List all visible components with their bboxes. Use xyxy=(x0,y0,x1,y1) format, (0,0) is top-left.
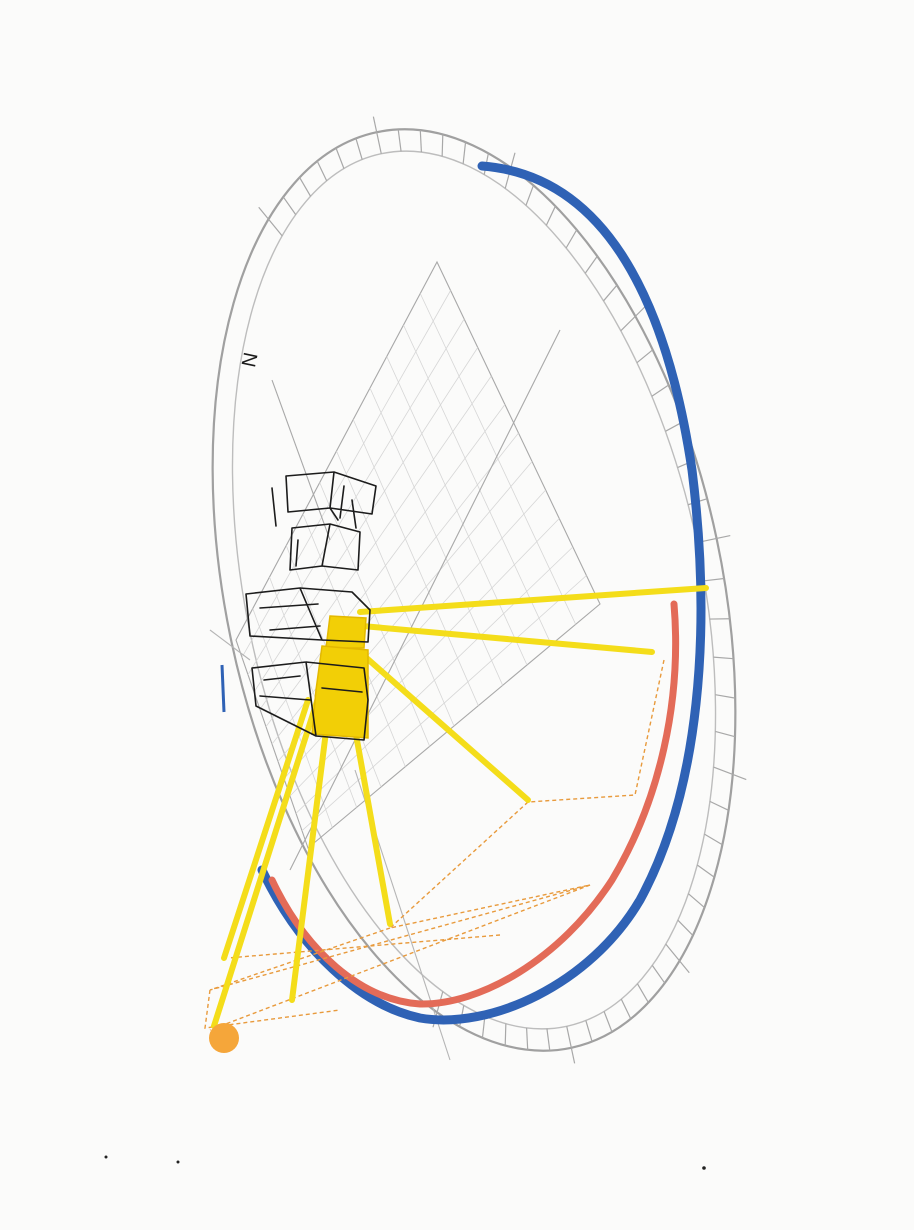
compass-tick xyxy=(282,196,297,215)
sun-ray xyxy=(357,585,709,615)
projection-5 xyxy=(209,884,591,1031)
compass-tick xyxy=(545,205,556,226)
compass-ring xyxy=(211,116,747,1064)
compass-tick xyxy=(355,138,363,160)
compass-tick xyxy=(565,229,578,249)
sun-disc-icon xyxy=(209,1023,239,1053)
north-label: N xyxy=(238,351,263,370)
compass-tick xyxy=(397,129,402,152)
sun-rays xyxy=(211,585,709,1029)
sun-ray xyxy=(359,623,655,655)
speck xyxy=(702,1166,706,1170)
compass-tick xyxy=(566,1026,576,1064)
winter-arc-short-segment xyxy=(220,664,226,713)
compass-tick xyxy=(419,130,423,153)
winter-sun-path-arc xyxy=(257,161,706,1025)
axis-line-diag xyxy=(289,329,561,871)
compass-tick xyxy=(525,185,534,206)
speck xyxy=(104,1155,108,1159)
sketch-box-4 xyxy=(251,661,369,741)
ground-grid xyxy=(209,260,601,1061)
compass-tick xyxy=(715,730,736,738)
sketch-box-top xyxy=(285,471,377,521)
grid-line xyxy=(301,575,587,831)
speck xyxy=(176,1160,180,1164)
compass-tick xyxy=(335,147,345,169)
compass-tick xyxy=(584,255,598,274)
sunlit-face-main xyxy=(311,645,369,739)
compass-tick xyxy=(441,134,444,157)
compass-tick xyxy=(372,116,382,154)
sun-ray xyxy=(221,697,311,961)
compass-tick xyxy=(316,160,328,182)
sun-path-projections xyxy=(204,659,665,1031)
compass-tick xyxy=(696,864,715,878)
compass-tick xyxy=(585,1020,593,1042)
compass-tick xyxy=(704,833,723,846)
compass-tick xyxy=(687,893,705,908)
paper-specks xyxy=(104,1155,706,1170)
compass-ticks xyxy=(258,116,747,1064)
building-sketch xyxy=(245,471,377,741)
sketch-box-2 xyxy=(289,523,361,571)
compass-tick xyxy=(651,965,666,984)
sun-ray xyxy=(211,695,321,1029)
compass-tick xyxy=(603,1011,613,1033)
compass-tick xyxy=(462,142,467,164)
compass-tick xyxy=(620,305,647,332)
axis-line-n xyxy=(271,379,331,541)
compass-tick xyxy=(704,577,725,582)
compass-tick xyxy=(525,1027,529,1050)
compass-tick xyxy=(709,800,729,811)
compass-tick xyxy=(636,983,649,1003)
compass-tick xyxy=(715,694,736,699)
sun-ray xyxy=(359,651,531,803)
compass-tick xyxy=(713,656,734,660)
projection-6 xyxy=(227,934,501,959)
compass-tick xyxy=(546,1028,551,1051)
compass-tick xyxy=(603,284,618,302)
grid-line xyxy=(269,576,358,808)
summer-sun-path-arc xyxy=(268,600,680,1008)
sunlit-face-top xyxy=(325,615,367,649)
sketch-stroke xyxy=(351,499,357,529)
projection-3 xyxy=(209,884,591,991)
compass-tick xyxy=(665,943,690,974)
projection-1 xyxy=(527,659,665,803)
projection-4 xyxy=(204,989,341,1029)
compass-tick xyxy=(677,919,694,936)
projection-2 xyxy=(387,801,591,930)
compass-tick xyxy=(299,177,312,197)
sketch-stroke xyxy=(271,487,277,527)
compass-tick xyxy=(651,384,670,397)
compass-tick xyxy=(620,998,632,1020)
sun-ray xyxy=(289,697,333,1003)
compass-tick xyxy=(481,1016,486,1038)
compass-tick xyxy=(636,349,654,364)
compass-tick xyxy=(504,1023,507,1046)
axis-line-w xyxy=(209,629,251,661)
compass-tick xyxy=(713,766,747,781)
compass-tick xyxy=(258,206,283,237)
sketch-box-3 xyxy=(245,587,371,643)
